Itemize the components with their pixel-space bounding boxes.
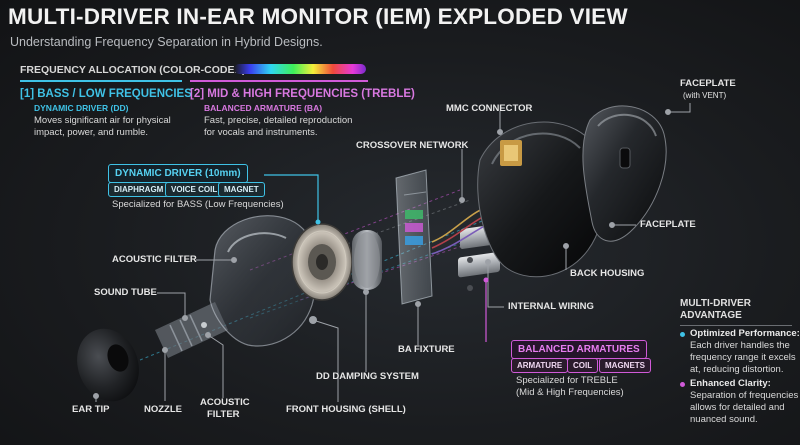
dd-part-diaphragm: DIAPHRAGM <box>108 182 170 197</box>
bass-desc-2: impact, power, and rumble. <box>34 127 149 138</box>
advantage-title: MULTI-DRIVER ADVANTAGE <box>680 298 751 322</box>
bass-title: [1] BASS / LOW FREQUENCIES <box>20 88 192 100</box>
page-subtitle: Understanding Frequency Separation in Hy… <box>10 35 323 49</box>
bass-accent-bar <box>20 80 182 82</box>
label-front-housing: FRONT HOUSING (SHELL) <box>286 404 406 415</box>
label-back-housing: BACK HOUSING <box>570 268 645 279</box>
mid-high-subtitle: BALANCED ARMATURE (BA) <box>204 103 323 113</box>
label-internal-wiring: INTERNAL WIRING <box>508 301 594 312</box>
leader-lines <box>93 103 691 402</box>
label-ba-fixture: BA FIXTURE <box>398 344 455 355</box>
label-nozzle: NOZZLE <box>144 404 182 415</box>
magnet-illustration <box>352 230 382 290</box>
label-acoustic-filter-bottom-1: ACOUSTIC <box>200 397 250 408</box>
label-crossover-network: CROSSOVER NETWORK <box>356 140 469 151</box>
advantage-divider <box>680 325 792 326</box>
advantage-item2-line1: Separation of frequencies <box>690 390 799 401</box>
treble-accent-bar <box>190 80 368 82</box>
mid-high-desc-1: Fast, precise, detailed reproduction <box>204 115 353 126</box>
label-ear-tip: EAR TIP <box>72 404 110 415</box>
balanced-armatures-tag: BALANCED ARMATURES <box>511 340 647 359</box>
ba-part-armature: ARMATURE <box>511 358 569 373</box>
ba-part-magnets: MAGNETS <box>599 358 651 373</box>
page-title: MULTI-DRIVER IN-EAR MONITOR (IEM) EXPLOD… <box>8 4 628 29</box>
faceplate-illustration <box>582 105 667 242</box>
advantage-bullet-1 <box>680 332 685 337</box>
label-acoustic-filter-left: ACOUSTIC FILTER <box>112 254 197 265</box>
advantage-item2-title: Enhanced Clarity: <box>690 378 771 389</box>
advantage-title-line-1: MULTI-DRIVER <box>680 298 751 309</box>
label-mmc-connector: MMC CONNECTOR <box>446 103 533 114</box>
advantage-bullet-2 <box>680 382 685 387</box>
mid-high-desc-2: for vocals and instruments. <box>204 127 318 138</box>
dd-part-magnet: MAGNET <box>218 182 265 197</box>
label-faceplate-vent: (with VENT) <box>683 91 727 100</box>
advantage-item1-title: Optimized Performance: <box>690 328 800 339</box>
dynamic-driver-illustration <box>291 223 353 301</box>
bass-subtitle: DYNAMIC DRIVER (DD) <box>34 103 129 113</box>
label-dd-damping-system: DD DAMPING SYSTEM <box>316 371 419 382</box>
advantage-item2-line2: allows for detailed and <box>690 402 785 413</box>
frequency-allocation-heading: FREQUENCY ALLOCATION (COLOR-CODED) <box>20 64 246 76</box>
dynamic-driver-note: Specialized for BASS (Low Frequencies) <box>112 199 284 210</box>
ba-note-1: Specialized for TREBLE <box>516 375 618 386</box>
advantage-item1-line1: Each driver handles the <box>690 340 790 351</box>
advantage-item2-line3: nuanced sound. <box>690 414 758 425</box>
advantage-item1-line3: at, reducing distortion. <box>690 364 784 375</box>
advantage-title-line-2: ADVANTAGE <box>680 310 742 321</box>
label-faceplate: FACEPLATE <box>640 219 696 230</box>
bass-desc-1: Moves significant air for physical <box>34 115 171 126</box>
label-acoustic-filter-bottom-2: FILTER <box>207 409 240 420</box>
advantage-item1-line2: frequency range it excels <box>690 352 796 363</box>
label-sound-tube: SOUND TUBE <box>94 287 157 298</box>
mid-high-title: [2] MID & HIGH FREQUENCIES (TREBLE) <box>190 88 415 100</box>
label-faceplate-top: FACEPLATE <box>680 78 736 89</box>
spectrum-bar <box>234 64 366 74</box>
ba-note-2: (Mid & High Frequencies) <box>516 387 624 398</box>
nozzle-illustration <box>155 302 228 358</box>
crossover-illustration <box>395 169 433 305</box>
back-housing-illustration <box>477 121 606 278</box>
ear-tip-illustration <box>77 328 139 402</box>
dynamic-driver-tag: DYNAMIC DRIVER (10mm) <box>108 164 248 183</box>
ba-part-coil: COIL <box>567 358 599 373</box>
dd-part-voice-coil: VOICE COIL <box>165 182 224 197</box>
